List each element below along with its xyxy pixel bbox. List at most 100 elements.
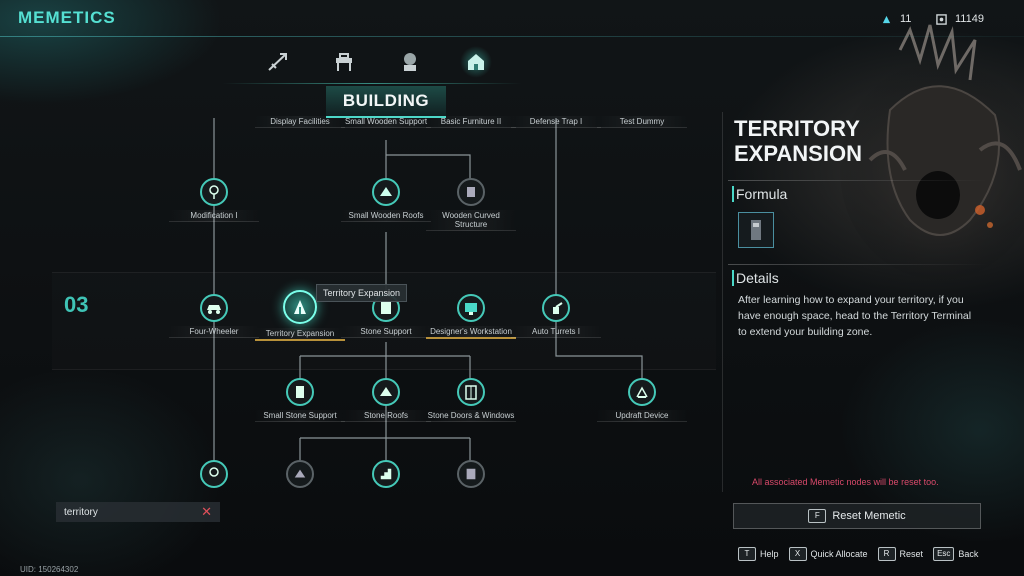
tabs-underline (222, 83, 522, 84)
node-four-wheeler[interactable]: Four-Wheeler (169, 294, 259, 338)
tier-row-band (52, 272, 716, 370)
tier-label: 03 (64, 292, 89, 317)
node-label: Display Facilities (255, 116, 345, 128)
territory-terminal-icon (751, 220, 761, 240)
details-description: After learning how to expand your territ… (738, 294, 972, 338)
wall-icon (457, 460, 485, 488)
roof-icon (372, 378, 400, 406)
coin-icon (936, 13, 947, 25)
territory-icon (283, 290, 317, 324)
door-icon (457, 378, 485, 406)
workstation-icon (457, 294, 485, 322)
modification-icon (200, 178, 228, 206)
memetic-points-value: 11 (900, 13, 912, 25)
section-title: BUILDING (326, 86, 446, 118)
node-label: Small Wooden Roofs (341, 210, 431, 222)
node-updraft-device[interactable]: Updraft Device (597, 378, 687, 422)
search-input[interactable]: territory ✕ (56, 502, 220, 522)
hint-key: T (738, 547, 756, 561)
panel-divider (722, 112, 723, 492)
roof-icon (286, 460, 314, 488)
curved-wall-icon (457, 178, 485, 206)
node-label: Basic Furniture II (426, 116, 516, 128)
tab-combat[interactable] (262, 46, 294, 78)
node-label: Updraft Device (597, 410, 687, 422)
car-icon (200, 294, 228, 322)
tab-building[interactable] (460, 46, 492, 78)
node-basic-furniture[interactable]: Basic Furniture II (426, 112, 516, 128)
node-territory-expansion[interactable]: Territory Expansion (255, 290, 345, 341)
detail-title: TERRITORY EXPANSION (734, 116, 862, 166)
coin-balance: 11149 (936, 13, 984, 25)
updraft-icon (628, 378, 656, 406)
node-label: Defense Trap I (511, 116, 601, 128)
creature-artwork (840, 24, 1024, 280)
reset-warning: All associated Memetic nodes will be res… (752, 477, 939, 487)
node-label: Wooden Curved Structure (426, 210, 516, 231)
hint-label: Reset (899, 549, 924, 559)
node-label: Stone Doors & Windows (426, 410, 516, 422)
node-row5-3[interactable] (341, 460, 431, 488)
node-label: Territory Expansion (255, 328, 345, 341)
node-stone-roofs[interactable]: Stone Roofs (341, 378, 431, 422)
hint-key: Esc (933, 547, 955, 561)
node-small-wooden-support[interactable]: Small Wooden Support (341, 112, 431, 128)
hint-help[interactable]: T Help (738, 547, 779, 561)
turret-icon (542, 294, 570, 322)
hint-label: Help (760, 549, 779, 559)
node-label: Small Stone Support (255, 410, 345, 422)
page-title: MEMETICS (18, 8, 116, 27)
reset-key: F (808, 509, 827, 523)
modification-icon (200, 460, 228, 488)
tab-farming[interactable] (394, 46, 426, 78)
node-label: Modification I (169, 210, 259, 222)
node-display-facilities[interactable]: Display Facilities (255, 112, 345, 128)
hint-label: Back (958, 549, 979, 559)
formula-rule (728, 180, 988, 181)
node-small-wooden-roofs[interactable]: Small Wooden Roofs (341, 178, 431, 222)
node-label: Four-Wheeler (169, 326, 259, 338)
node-label: Test Dummy (597, 116, 687, 128)
hint-key: R (877, 547, 896, 561)
roof-icon (372, 178, 400, 206)
workbench-icon (336, 53, 352, 71)
node-row5-1[interactable] (169, 460, 259, 488)
reset-label: Reset Memetic (832, 510, 906, 522)
stairs-icon (372, 460, 400, 488)
node-label: Designer's Workstation (426, 326, 516, 339)
formula-heading: Formula (732, 186, 787, 202)
node-small-stone-support[interactable]: Small Stone Support (255, 378, 345, 422)
node-wooden-curved-structure[interactable]: Wooden Curved Structure (426, 178, 516, 231)
plant-icon (404, 53, 416, 71)
node-test-dummy[interactable]: Test Dummy (597, 112, 687, 128)
node-row5-2[interactable] (255, 460, 345, 488)
formula-item-slot[interactable] (738, 212, 774, 248)
coin-balance-value: 11149 (955, 13, 984, 25)
node-label: Small Wooden Support (341, 116, 431, 128)
search-value: territory (64, 506, 98, 518)
node-designers-workstation[interactable]: Designer's Workstation (426, 294, 516, 339)
reset-memetic-button[interactable]: F Reset Memetic (733, 503, 981, 529)
category-tabs (262, 46, 492, 78)
node-defense-trap[interactable]: Defense Trap I (511, 112, 601, 128)
node-label: Auto Turrets I (511, 326, 601, 338)
tab-crafting[interactable] (328, 46, 360, 78)
weapon-icon (268, 53, 287, 71)
memetic-points: 11 (881, 13, 911, 25)
hint-label: Quick Allocate (810, 549, 868, 559)
hint-key: X (788, 547, 807, 561)
node-stone-doors-windows[interactable]: Stone Doors & Windows (426, 378, 516, 422)
node-row5-4[interactable] (426, 460, 516, 488)
node-modification[interactable]: Modification I (169, 178, 259, 222)
node-auto-turrets[interactable]: Auto Turrets I (511, 294, 601, 338)
node-label: Stone Roofs (341, 410, 431, 422)
details-rule (728, 264, 988, 265)
details-heading: Details (732, 270, 779, 286)
clear-search-icon[interactable]: ✕ (201, 504, 212, 519)
